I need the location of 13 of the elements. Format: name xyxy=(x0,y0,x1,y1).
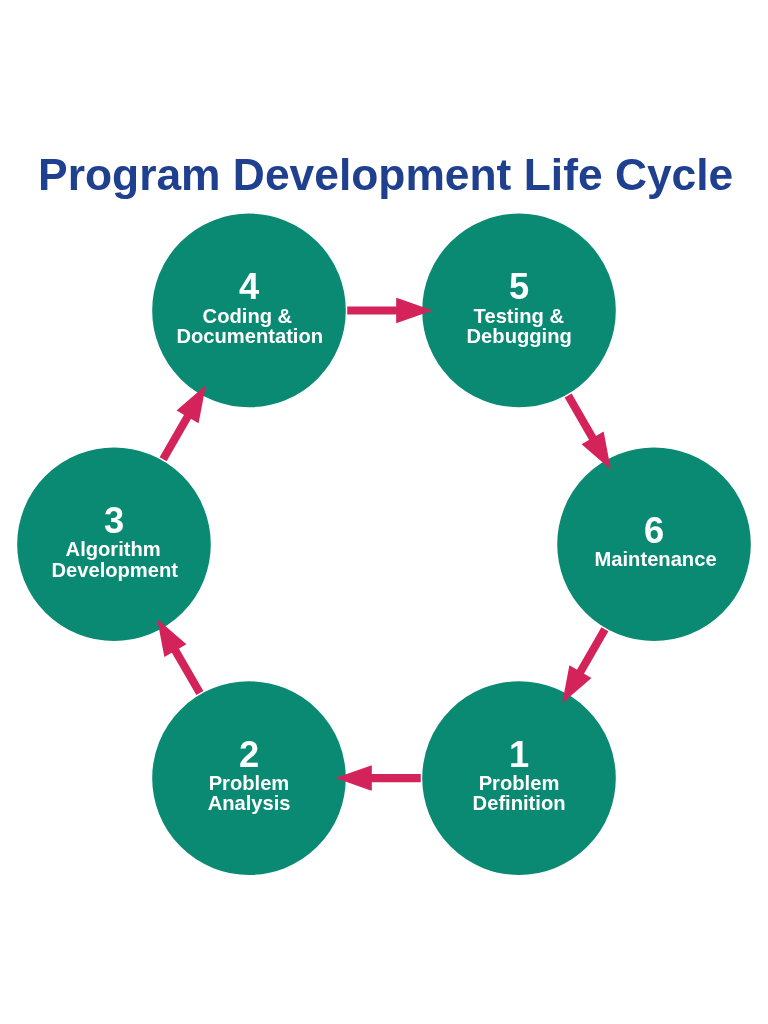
arrow xyxy=(562,627,609,704)
arrow xyxy=(159,385,206,462)
arrow xyxy=(347,297,433,324)
node-circle: 4 Coding & Documentation xyxy=(150,211,348,410)
arrow xyxy=(564,393,611,470)
node-circle: 6 Maintenance xyxy=(555,445,753,644)
node-circle: 3 Algorithm Development xyxy=(15,445,213,644)
node-circle: 2 Problem Analysis xyxy=(150,679,348,877)
arrow xyxy=(335,765,421,791)
node-circle: 5 Testing & Debugging xyxy=(420,211,618,410)
node-circle: 1 Problem Definition xyxy=(420,679,618,877)
arrow xyxy=(157,619,204,696)
diagram-title: Program Development Life Cycle xyxy=(38,149,734,199)
